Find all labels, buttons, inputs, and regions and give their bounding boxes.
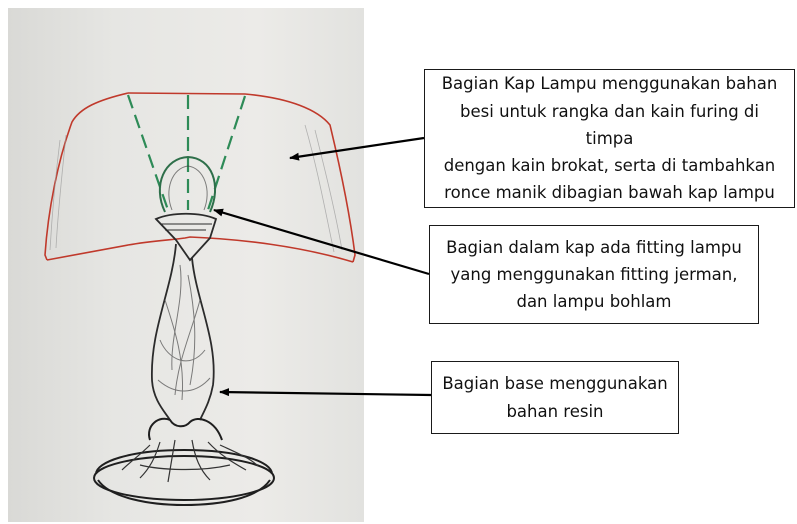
- lampshade-frame-ribs: [128, 95, 245, 210]
- callout-fitting: Bagian dalam kap ada fitting lampu yang …: [429, 225, 759, 324]
- stem-texture: [158, 265, 210, 400]
- lampshade-shading: [50, 125, 342, 252]
- callout-lampshade: Bagian Kap Lampu menggunakan bahan besi …: [424, 69, 795, 208]
- callout-arrows: [214, 138, 431, 395]
- callout-base: Bagian base menggunakan bahan resin: [431, 361, 679, 434]
- arrow-to-lampshade: [290, 138, 424, 158]
- arrow-to-base: [220, 392, 431, 395]
- lamp-base: [94, 419, 274, 505]
- lampshade-outline: [45, 93, 355, 262]
- lamp-fitting: [156, 214, 216, 260]
- arrow-to-fitting: [214, 210, 429, 274]
